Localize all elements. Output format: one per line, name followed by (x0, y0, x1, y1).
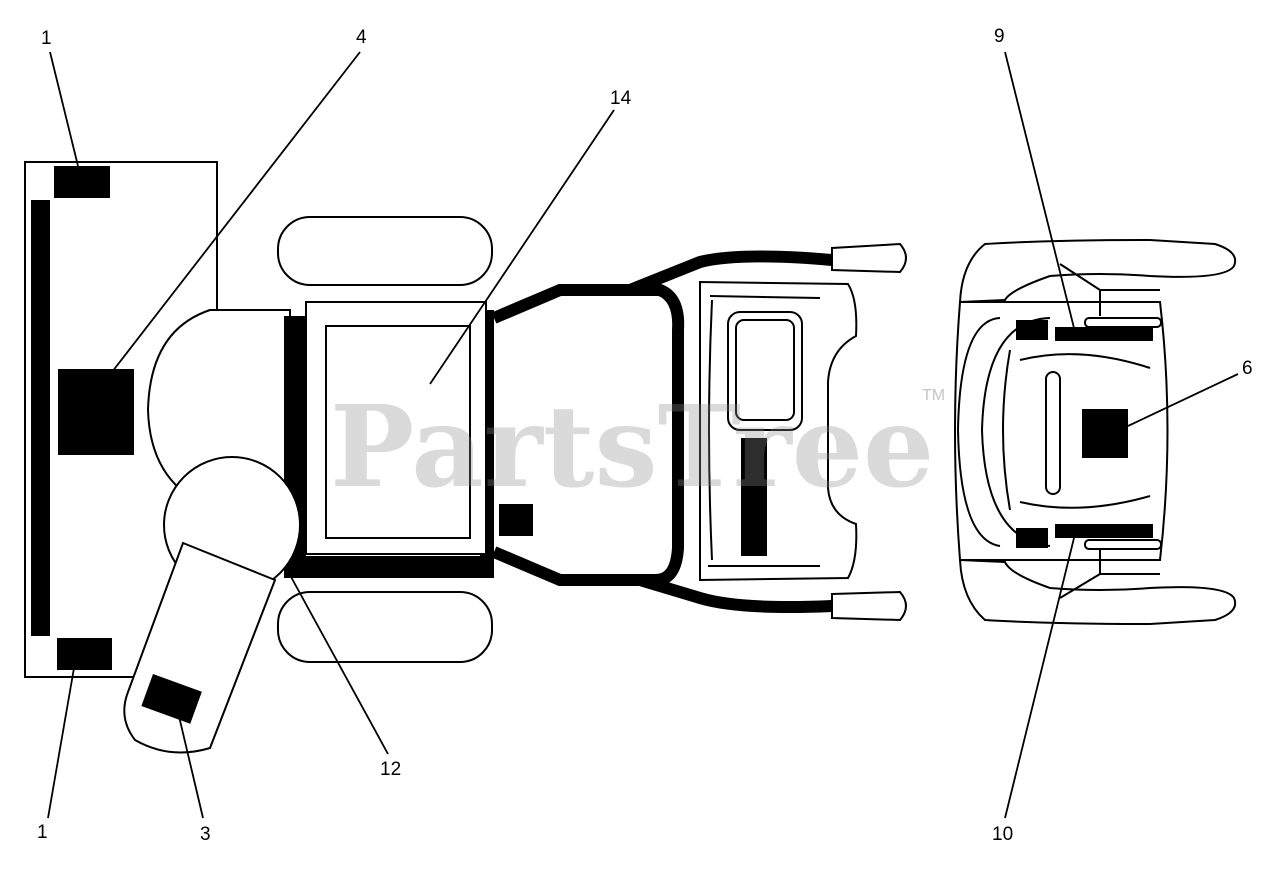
leader-lines (47, 51, 1239, 819)
decal-4 (58, 369, 134, 455)
leader-1-bottom (47, 667, 75, 819)
leader-4 (111, 51, 361, 373)
callout-9: 9 (994, 26, 1005, 47)
leader-10 (1004, 537, 1075, 819)
decal-9 (1055, 327, 1153, 341)
callout-3: 3 (200, 824, 211, 845)
watermark-text: PartsTree (330, 382, 934, 513)
watermark-trademark: TM (922, 387, 945, 404)
tracks (277, 216, 493, 663)
callout-10: 10 (992, 824, 1013, 845)
callout-14: 14 (610, 88, 632, 109)
watermark: PartsTree TM (330, 382, 945, 513)
housing-scraper-bar (31, 200, 50, 636)
decal-1-bottom (57, 638, 112, 670)
leader-3 (177, 711, 204, 819)
leader-14 (429, 109, 615, 385)
callout-6: 6 (1242, 358, 1253, 379)
handle-grips-left (831, 242, 907, 622)
panel-decal-bar (741, 438, 767, 556)
rear-small-decal-bottom (1016, 528, 1048, 548)
leader-12 (289, 574, 389, 755)
callout-4: 4 (356, 27, 367, 48)
control-panel (699, 280, 858, 582)
chute-assembly (123, 456, 301, 754)
leader-6 (1127, 373, 1239, 427)
leader-1-top (49, 51, 79, 167)
callout-12: 12 (380, 759, 401, 780)
leader-9 (1004, 51, 1075, 329)
decal-6 (1082, 409, 1128, 458)
frame-small-decal (499, 504, 533, 536)
decal-3 (141, 674, 202, 724)
rear-view-assembly (954, 238, 1237, 626)
center-frame (491, 250, 833, 613)
callout-1-top: 1 (41, 28, 52, 49)
rear-small-decal-top (1016, 320, 1048, 340)
decal-10 (1055, 524, 1153, 538)
callout-labels: 1 1 3 4 6 9 10 12 14 (37, 26, 1253, 845)
callout-1-bottom: 1 (37, 822, 48, 843)
decal-1-top (54, 166, 110, 198)
